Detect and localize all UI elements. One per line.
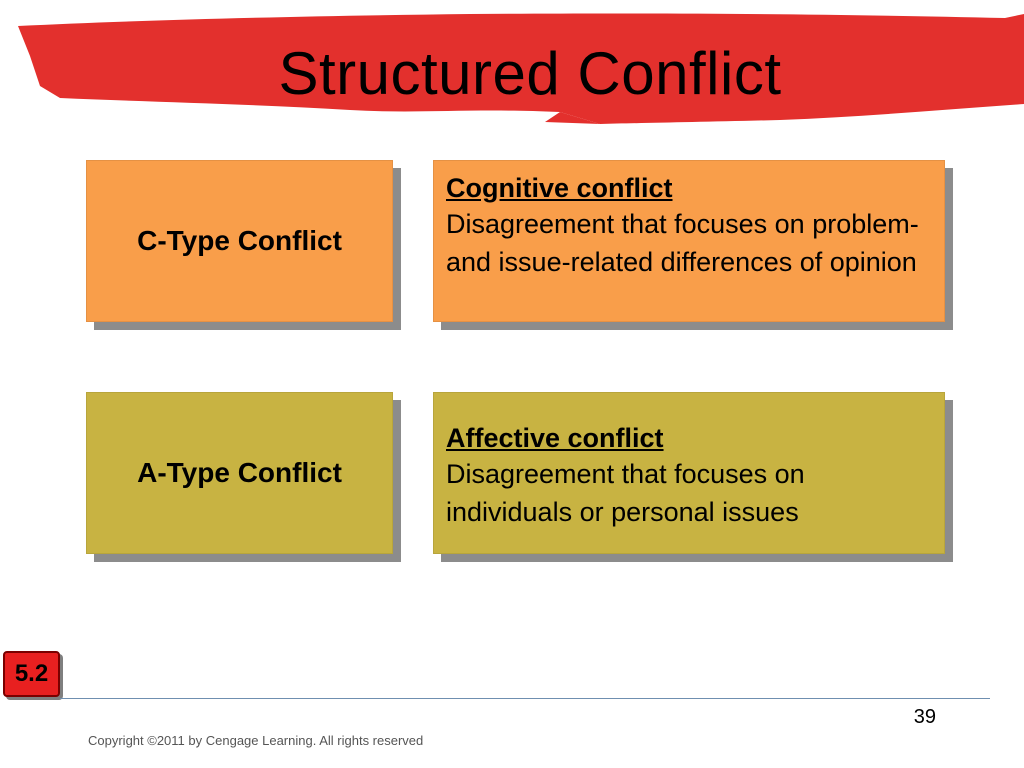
copyright-notice: Copyright ©2011 by Cengage Learning. All…: [88, 733, 424, 748]
c-type-conflict-label: C-Type Conflict: [137, 225, 342, 256]
title-banner-brush: [18, 13, 1024, 125]
affective-conflict-heading: Affective conflict: [446, 423, 664, 453]
slide-title: Structured Conflict: [278, 40, 782, 107]
cognitive-conflict-box: Cognitive conflict Disagreement that foc…: [433, 160, 945, 322]
a-type-conflict-box: A-Type Conflict: [86, 392, 393, 554]
c-type-conflict-box: C-Type Conflict: [86, 160, 393, 322]
a-type-conflict-label: A-Type Conflict: [137, 457, 342, 488]
section-badge-label: 5.2: [14, 660, 49, 687]
footer-divider: [60, 698, 990, 699]
section-badge: 5.2: [3, 651, 60, 697]
affective-conflict-description: Disagreement that focuses on individuals…: [446, 459, 805, 527]
cognitive-conflict-description: Disagreement that focuses on problem- an…: [446, 209, 919, 277]
page-number: 39: [913, 706, 936, 728]
cognitive-conflict-heading: Cognitive conflict: [446, 173, 673, 203]
affective-conflict-box: Affective conflict Disagreement that foc…: [433, 392, 945, 554]
